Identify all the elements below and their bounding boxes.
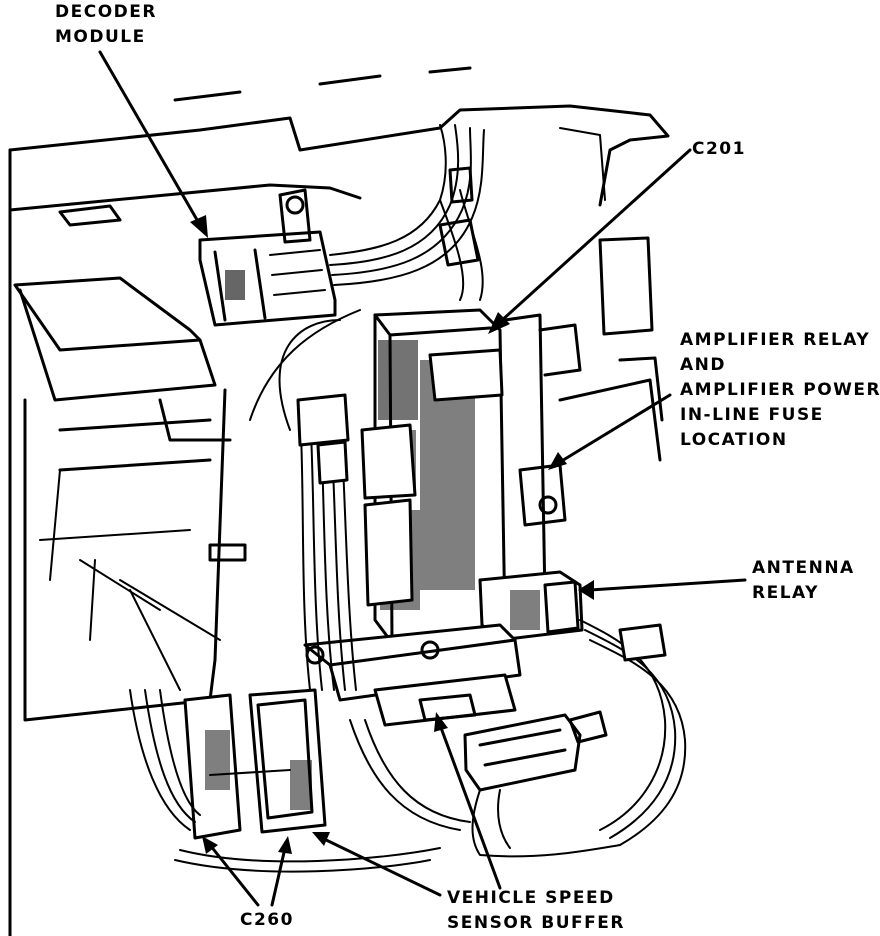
decoder-module-part bbox=[198, 188, 337, 327]
harness-top bbox=[329, 124, 485, 301]
amplifier-label-line-4: IN-LINE FUSE bbox=[680, 405, 824, 425]
amplifier-label-line-3: AMPLIFIER POWER bbox=[680, 380, 880, 400]
c201-label: C201 bbox=[692, 137, 746, 162]
decoder-module-label: DECODER MODULE bbox=[55, 0, 157, 50]
antenna-relay-part bbox=[478, 570, 584, 642]
bracket bbox=[503, 236, 664, 607]
antenna-relay-label: ANTENNA RELAY bbox=[752, 556, 855, 606]
vss-buffer-part bbox=[463, 710, 608, 792]
amplifier-label-line-2: AND bbox=[680, 355, 726, 375]
c260-connectors bbox=[129, 688, 441, 873]
fuse-block-part bbox=[360, 308, 507, 642]
antenna-relay-label-line-1: ANTENNA bbox=[752, 558, 855, 578]
c201-label-text: C201 bbox=[692, 139, 746, 159]
amplifier-label: AMPLIFIER RELAY AND AMPLIFIER POWER IN-L… bbox=[680, 328, 880, 453]
leader-arrows bbox=[98, 50, 747, 907]
dashboard-outline bbox=[8, 66, 670, 936]
antenna-relay-label-line-2: RELAY bbox=[752, 583, 819, 603]
amplifier-label-line-5: LOCATION bbox=[680, 430, 788, 450]
decoder-module-label-line-2: MODULE bbox=[55, 27, 146, 47]
decoder-module-label-line-1: DECODER bbox=[55, 2, 157, 22]
lower-tray bbox=[303, 623, 522, 727]
harness-right bbox=[349, 619, 687, 858]
amplifier-label-line-1: AMPLIFIER RELAY bbox=[680, 330, 871, 350]
left-panel bbox=[13, 276, 247, 722]
vss-buffer-label-line-2: SENSOR BUFFER bbox=[447, 913, 625, 933]
c260-label-text: C260 bbox=[240, 910, 294, 930]
vss-buffer-label-line-1: VEHICLE SPEED bbox=[447, 888, 615, 908]
c260-label: C260 bbox=[240, 908, 294, 933]
vss-buffer-label: VEHICLE SPEED SENSOR BUFFER bbox=[447, 886, 625, 936]
harness-vertical bbox=[249, 309, 361, 691]
